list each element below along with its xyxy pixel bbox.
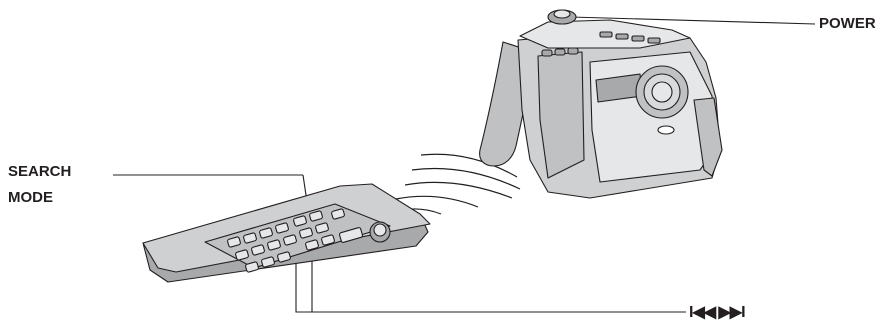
search-mode-label-line2: MODE	[8, 188, 53, 207]
camcorder-side-panel	[538, 52, 584, 178]
skip-leader-line	[296, 247, 686, 312]
camcorder-button	[568, 48, 578, 54]
signal-arc-4	[396, 196, 478, 207]
remote-round-button-cap	[374, 224, 386, 236]
signal-arc-2	[412, 169, 520, 189]
power-label: POWER	[819, 14, 876, 33]
camcorder-button	[555, 49, 565, 55]
remote-control-icon	[143, 184, 430, 282]
search-mode-label-line1: SEARCH	[8, 162, 71, 181]
camcorder-icon	[480, 10, 722, 198]
camcorder-top-key	[600, 32, 612, 37]
camcorder-top-key	[632, 36, 644, 41]
camcorder-lens-inner	[652, 82, 672, 102]
signal-arc-3	[405, 182, 512, 198]
power-dial-cap	[554, 10, 570, 18]
camcorder-ir-receiver	[658, 126, 674, 134]
camcorder-button	[542, 50, 552, 56]
camcorder-top-key	[616, 34, 628, 39]
camcorder-top-key	[648, 38, 660, 43]
skip-buttons-label: I◀◀ ▶▶I	[689, 303, 745, 322]
